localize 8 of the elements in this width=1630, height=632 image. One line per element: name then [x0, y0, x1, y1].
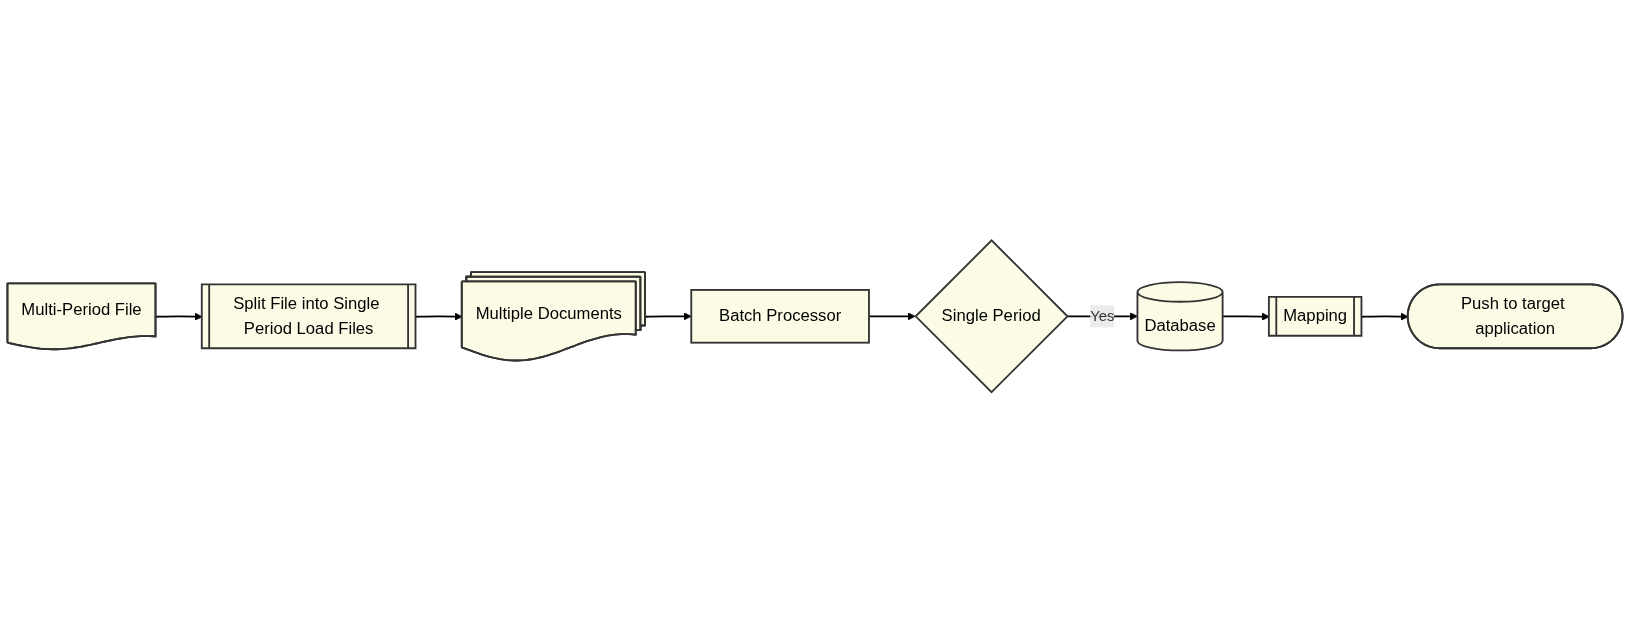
arrow: [868, 311, 916, 321]
edge-label: Yes: [1090, 307, 1115, 324]
node-box: Batch Processor: [690, 288, 870, 344]
arrow: [644, 311, 692, 321]
node-diamond: Single Period: [914, 238, 1069, 394]
arrow: [155, 312, 203, 321]
arrow: [415, 312, 463, 321]
arrow: [1221, 312, 1270, 321]
